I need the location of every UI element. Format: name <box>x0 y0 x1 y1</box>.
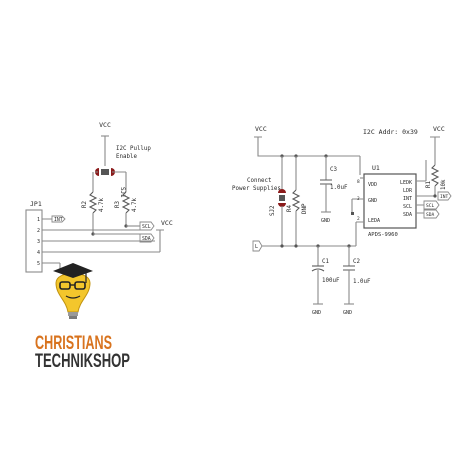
logo-line-2: TECHNIKSHOP <box>35 351 130 372</box>
svg-text:3: 3 <box>37 239 40 245</box>
svg-text:2: 2 <box>37 228 40 234</box>
c2-capacitor <box>343 265 355 271</box>
sj2-label: SJ2 <box>270 206 276 216</box>
c2-name: C2 <box>353 259 360 265</box>
c1-gnd: GND <box>312 310 321 316</box>
svg-text:INT: INT <box>54 217 63 223</box>
c1-name: C1 <box>322 259 329 265</box>
right-scl-flag <box>423 200 440 210</box>
right-circuit: VCC I2C Addr: 0x39 Connect Power Supplie… <box>232 125 452 316</box>
svg-text:GND: GND <box>368 198 377 204</box>
r2-value: 4.7k <box>99 198 105 212</box>
u1-left-pins: VDD GND LEDA <box>368 182 380 224</box>
u1-right-pins: LEDK LDR INT SCL SDA <box>400 180 413 218</box>
svg-text:SDA: SDA <box>403 212 412 218</box>
u1-pin-numbers: 8 3 2 <box>357 179 360 222</box>
right-int-flag <box>437 191 452 201</box>
i2c-address-label: I2C Addr: 0x39 <box>363 128 418 136</box>
r1-name: R1 <box>426 181 432 188</box>
logo: CHRISTIANS TECHNIKSHOP <box>35 263 130 372</box>
jp1-label: JP1 <box>30 200 42 208</box>
svg-text:VDD: VDD <box>368 182 377 188</box>
svg-text:4: 4 <box>37 250 40 256</box>
left-int-flag <box>51 215 66 223</box>
connect-label-1: Connect <box>247 178 271 184</box>
r3-value: 4.7k <box>132 198 138 212</box>
r1-value: 10k <box>441 179 447 190</box>
r3-name: R3 <box>115 201 121 208</box>
connect-label-2: Power Supplies <box>232 186 281 192</box>
u1-chip <box>363 173 417 229</box>
svg-text:SCL: SCL <box>142 224 151 230</box>
r4-name: R4 <box>287 205 293 212</box>
vcc-label-right-left: VCC <box>255 125 267 133</box>
c3-name: C3 <box>330 167 337 173</box>
left-scl-flag <box>139 221 155 231</box>
c2-gnd: GND <box>343 310 352 316</box>
svg-text:SDA: SDA <box>426 212 435 218</box>
r1-resistor <box>430 164 440 187</box>
sj1-label: SJ1 <box>119 187 125 198</box>
svg-text:2: 2 <box>357 216 360 222</box>
svg-text:INT: INT <box>440 194 449 200</box>
svg-text:L: L <box>255 244 258 250</box>
svg-text:SDA: SDA <box>142 236 151 242</box>
svg-text:LEDK: LEDK <box>400 180 412 186</box>
svg-text:LEDA: LEDA <box>368 218 380 224</box>
c3-gnd: GND <box>321 218 330 224</box>
r2-name: R2 <box>82 201 88 208</box>
vcc-label-right-right: VCC <box>433 125 445 133</box>
left-sda-flag <box>139 233 155 243</box>
svg-text:5: 5 <box>37 261 40 267</box>
svg-text:8: 8 <box>357 179 360 185</box>
c2-value: 1.0uF <box>353 279 371 285</box>
c3-value: 1.0uF <box>330 185 348 191</box>
svg-text:SCL: SCL <box>403 204 412 210</box>
jp1-pin-numbers: 1 2 3 4 5 <box>37 217 40 267</box>
r3-resistor <box>121 191 131 214</box>
pullup-label-2: Enable <box>116 154 137 160</box>
left-circuit: VCC I2C Pullup Enable SJ1 R2 4.7k R3 4.7… <box>25 121 173 273</box>
vcc-label-left-top: VCC <box>99 121 111 129</box>
svg-text:SCL: SCL <box>426 203 435 209</box>
u1-part-number: APDS-9960 <box>368 232 398 238</box>
svg-text:1: 1 <box>37 217 40 223</box>
c1-value: 100uF <box>322 278 340 284</box>
svg-text:LDR: LDR <box>403 188 413 194</box>
lightbulb-icon <box>55 272 91 313</box>
r4-value: DNP <box>302 203 308 214</box>
l-flag <box>252 240 263 252</box>
vcc-label-left-right: VCC <box>161 219 173 227</box>
r4-resistor <box>291 189 301 212</box>
svg-text:INT: INT <box>403 196 412 202</box>
u1-label: U1 <box>372 164 380 172</box>
right-sda-flag <box>423 209 440 219</box>
c3-capacitor <box>320 179 332 185</box>
r2-resistor <box>88 191 98 214</box>
sj2-jumper <box>278 189 286 207</box>
pullup-label-1: I2C Pullup <box>116 146 151 152</box>
logo-line-1: CHRISTIANS <box>35 333 112 354</box>
